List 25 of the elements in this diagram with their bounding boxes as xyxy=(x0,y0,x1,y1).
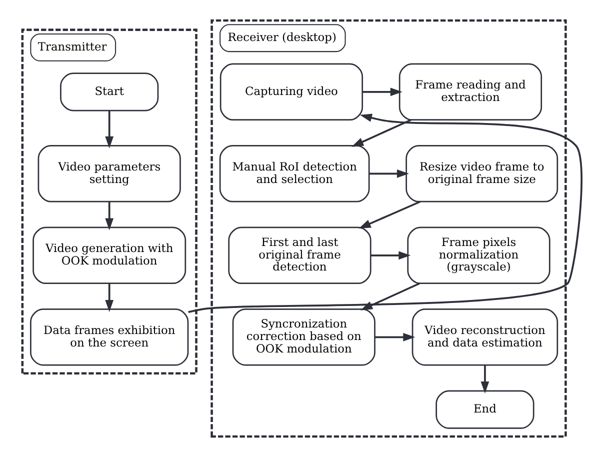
arrow xyxy=(105,110,114,148)
arrow xyxy=(370,251,411,260)
node-box: Video parameters setting xyxy=(38,145,181,202)
node-box: Video reconstruction and data estimation xyxy=(412,308,558,366)
arrow xyxy=(369,169,409,178)
node-box: Resize video frame to original frame size xyxy=(406,145,558,202)
arrow xyxy=(105,283,114,312)
node-box: Frame pixels normalization (grayscale) xyxy=(407,226,550,284)
arrow xyxy=(374,332,416,342)
node-box: Start xyxy=(60,72,159,112)
node-box: First and last original frame detection xyxy=(228,226,372,284)
node-box: Video generation with OOK modulation xyxy=(32,226,186,284)
node-box: Capturing video xyxy=(220,63,364,121)
arrow xyxy=(360,282,420,310)
node-box: Manual RoI detection and selection xyxy=(219,145,370,202)
node-box: Syncronization correction based on OOK modulation xyxy=(232,308,376,366)
arrow xyxy=(480,365,490,394)
arrow xyxy=(188,114,582,313)
node-box: End xyxy=(436,390,534,429)
arrow xyxy=(362,88,402,96)
node-box: Data frames exhibition on the screen xyxy=(30,308,189,366)
arrow xyxy=(358,200,421,229)
node-box: Frame reading and extraction xyxy=(398,63,542,121)
arrow xyxy=(351,119,412,147)
arrow xyxy=(105,202,114,230)
